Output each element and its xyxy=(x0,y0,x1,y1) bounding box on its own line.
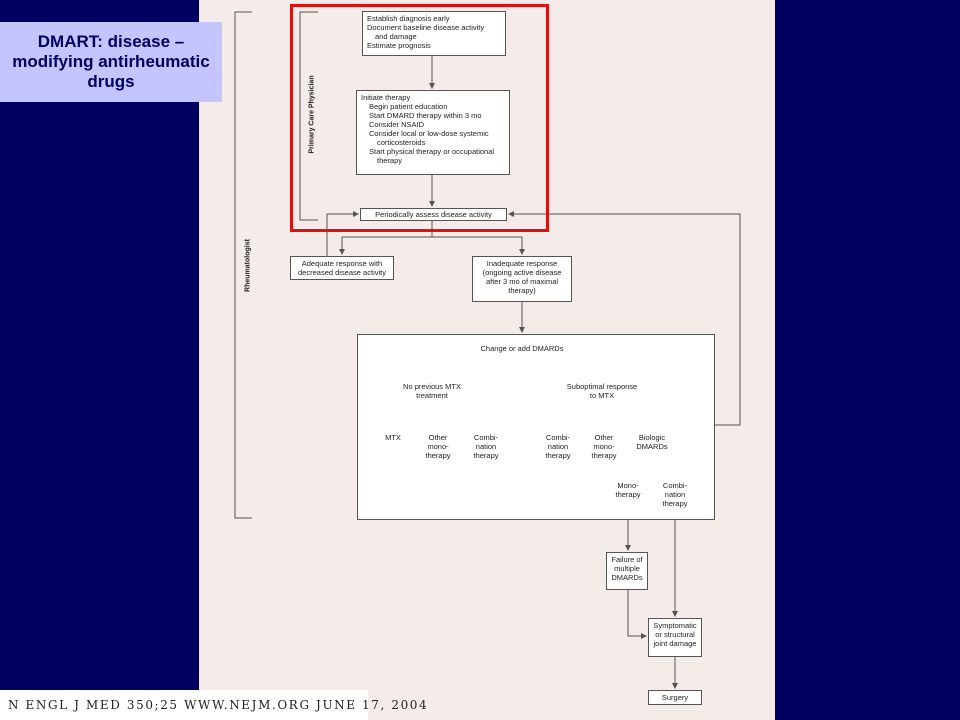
no-previous-mtx-label: No previous MTX treatment xyxy=(392,382,472,400)
therapy-line: therapy xyxy=(377,156,403,165)
surgery-text: Surgery xyxy=(661,693,689,702)
dmard-callout: DMART: disease – modifying antirheumatic… xyxy=(0,22,222,102)
damage-line: Symptomatic xyxy=(653,621,697,630)
suboptimal-line: to MTX xyxy=(589,391,615,400)
biologic-dmards-label: Biologic DMARDs xyxy=(632,433,672,451)
adequate-box: Adequate response with decreased disease… xyxy=(290,256,394,280)
inadequate-line: therapy) xyxy=(508,286,536,295)
therapy-line: Consider local or low-dose systemic xyxy=(369,129,489,138)
combi3-line: nation xyxy=(664,490,686,499)
suboptimal-line: Suboptimal response xyxy=(566,382,638,391)
combination-therapy-label: Combi- nation therapy xyxy=(660,481,690,508)
damage-line: joint damage xyxy=(653,639,697,648)
change-dmards-box xyxy=(357,334,715,520)
combi2-line: nation xyxy=(547,442,569,451)
inadequate-box: Inadequate response (ongoing active dise… xyxy=(472,256,572,302)
failure-line: DMARDs xyxy=(611,573,643,582)
primary-care-highlight xyxy=(290,4,549,232)
therapy-line: Begin patient education xyxy=(369,102,448,111)
adequate-line: decreased disease activity xyxy=(298,268,386,277)
journal-citation: N ENGL J MED 350;25 WWW.NEJM.ORG JUNE 17… xyxy=(0,690,427,720)
inadequate-line: Inadequate response xyxy=(486,259,558,268)
therapy-line: Consider NSAID xyxy=(369,120,425,129)
assess-text: Periodically assess disease activity xyxy=(375,210,492,219)
adequate-line: Adequate response with xyxy=(301,259,383,268)
no-previous-line: treatment xyxy=(416,391,448,400)
other2-line: mono- xyxy=(593,442,615,451)
other-monotherapy-label: Other mono- therapy xyxy=(589,433,619,460)
biologic-line: DMARDs xyxy=(636,442,668,451)
combi1-line: therapy xyxy=(473,451,499,460)
combi3-line: therapy xyxy=(662,499,688,508)
mtx-label: MTX xyxy=(385,433,401,442)
mono-line: Mono- xyxy=(617,481,639,490)
damage-line: or structural xyxy=(655,630,695,639)
other2-line: therapy xyxy=(591,451,617,460)
other1-line: Other xyxy=(428,433,448,442)
surgery-box: Surgery xyxy=(648,690,702,705)
monotherapy-label: Mono- therapy xyxy=(612,481,644,499)
diagnosis-line: Document baseline disease activity xyxy=(367,23,485,32)
therapy-line: corticosteroids xyxy=(377,138,426,147)
diagnosis-line: and damage xyxy=(375,32,417,41)
other-monotherapy-label: Other mono- therapy xyxy=(423,433,453,460)
dmard-callout-text: DMART: disease – modifying antirheumatic… xyxy=(12,32,210,91)
other2-line: Other xyxy=(594,433,614,442)
failure-box: Failure of multiple DMARDs xyxy=(606,552,648,590)
combi2-line: Combi- xyxy=(545,433,571,442)
citation-text: N ENGL J MED 350;25 WWW.NEJM.ORG JUNE 17… xyxy=(8,698,429,712)
combi1-line: nation xyxy=(475,442,497,451)
mono-line: therapy xyxy=(615,490,641,499)
other1-line: mono- xyxy=(427,442,449,451)
therapy-line: Start DMARD therapy within 3 mo xyxy=(369,111,482,120)
combi3-line: Combi- xyxy=(662,481,688,490)
no-previous-line: No previous MTX xyxy=(403,382,461,391)
diagnosis-line: Estimate prognosis xyxy=(367,41,431,50)
inadequate-line: after 3 mo of maximal xyxy=(485,277,559,286)
therapy-line: Start physical therapy or occupational xyxy=(369,147,495,156)
diagnosis-box: Establish diagnosis early Document basel… xyxy=(362,11,506,56)
combi2-line: therapy xyxy=(545,451,571,460)
failure-line: multiple xyxy=(614,564,640,573)
failure-line: Failure of xyxy=(611,555,643,564)
other1-line: therapy xyxy=(425,451,451,460)
inadequate-line: (ongoing active disease xyxy=(482,268,562,277)
assess-box: Periodically assess disease activity xyxy=(360,208,507,221)
diagnosis-line: Establish diagnosis early xyxy=(367,14,450,23)
combi1-line: Combi- xyxy=(473,433,499,442)
suboptimal-response-label: Suboptimal response to MTX xyxy=(557,382,647,400)
therapy-line: Initiate therapy xyxy=(361,93,411,102)
change-dmards-title: Change or add DMARDs xyxy=(480,344,564,353)
biologic-line: Biologic xyxy=(638,433,666,442)
therapy-box: Initiate therapy Begin patient education… xyxy=(356,90,510,175)
rheumatologist-label: Rheumatologist xyxy=(244,239,252,292)
combination-therapy-label: Combi- nation therapy xyxy=(471,433,501,460)
joint-damage-box: Symptomatic or structural joint damage xyxy=(648,618,702,657)
combination-therapy-label: Combi- nation therapy xyxy=(543,433,573,460)
